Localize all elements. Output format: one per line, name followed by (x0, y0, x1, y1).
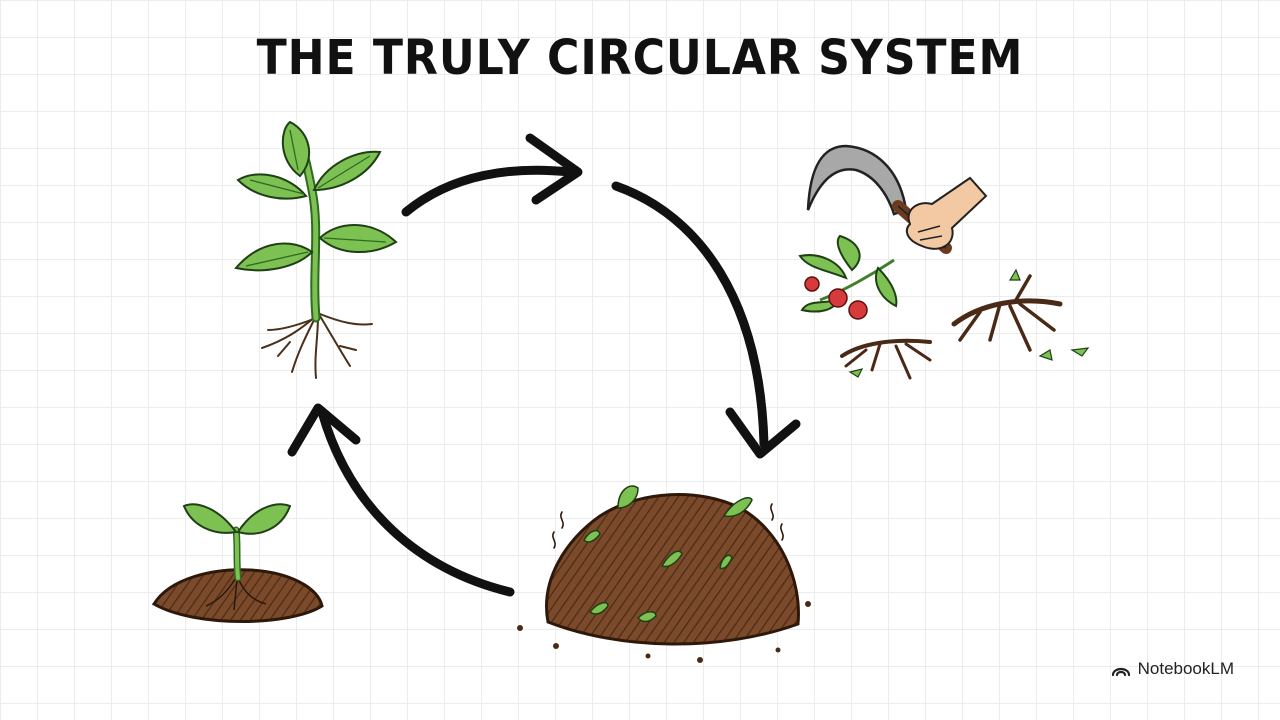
notebooklm-logo-icon (1111, 667, 1130, 677)
compost-pile-icon (517, 485, 811, 663)
seedling-icon (151, 503, 324, 623)
brand-badge: NotebookLM (1111, 659, 1234, 679)
cycle-arrow-top (401, 133, 583, 217)
berry-branch-icon (798, 234, 898, 320)
cycle-arrow-right (611, 181, 801, 459)
brand-name: NotebookLM (1137, 659, 1234, 678)
sickle-hand-icon (806, 144, 988, 254)
crop-residue-icon (840, 268, 1090, 380)
cycle-arrow-bottom-left (287, 403, 515, 597)
page-title: THE TRULY CIRCULAR SYSTEM (256, 30, 1024, 86)
mature-plant-icon (234, 120, 398, 379)
